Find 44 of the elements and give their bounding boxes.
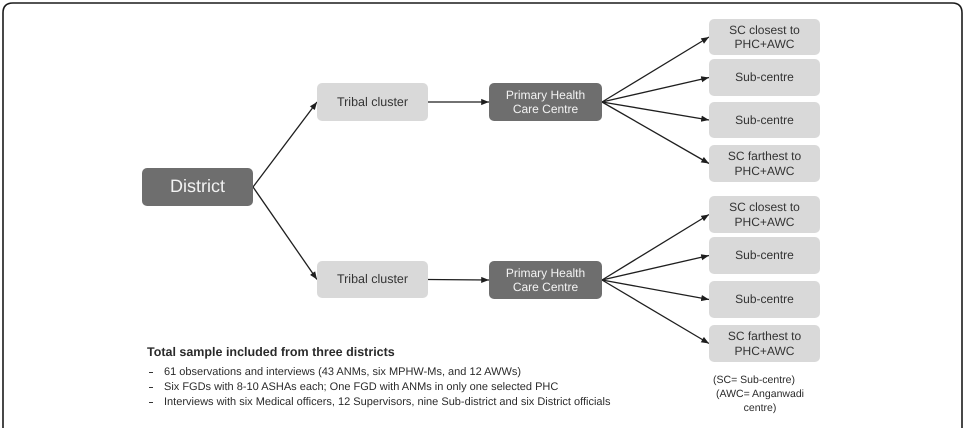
- arrow: [602, 279, 710, 344]
- process-box: [709, 325, 820, 362]
- process-box: [317, 83, 428, 121]
- process-box: [709, 19, 820, 55]
- note-text: (SC= Sub-centre): [713, 373, 795, 387]
- box-label: District: [170, 176, 225, 198]
- box-label: Sub-centre: [735, 248, 794, 263]
- box-label: Tribal cluster: [336, 272, 408, 287]
- box-label: SC closest to PHC+AWC: [728, 200, 801, 229]
- arrow: [602, 101, 710, 164]
- box-label: Sub-centre: [735, 70, 794, 85]
- arrow: [602, 101, 710, 122]
- process-box: [317, 261, 428, 298]
- box-label: Sub-centre: [735, 292, 794, 307]
- box-label: Sub-centre: [735, 112, 794, 128]
- arrow: [602, 214, 710, 281]
- box-label: SC farthest to PHC+AWC: [726, 329, 802, 358]
- process-box: [489, 261, 602, 299]
- arrow: [428, 98, 489, 106]
- arrow: [602, 279, 710, 302]
- list-item-text: Six FGDs with 8-10 ASHAs each; One FGD with ANMs in only one selected PHC: [164, 380, 558, 394]
- process-box: [709, 59, 820, 96]
- note-text: (AWC= Anganwadi centre): [714, 387, 806, 415]
- list-item-text: 61 observations and interviews (43 ANMs, six MPHW-Ms, and 12 AWWs): [164, 365, 522, 379]
- process-box: [709, 196, 820, 233]
- box-label: Primary Health Care Centre: [504, 88, 586, 116]
- box-label: SC farthest to PHC+AWC: [726, 149, 802, 178]
- box-label: SC closest to PHC+AWC: [728, 22, 801, 52]
- box-label: Tribal cluster: [336, 94, 408, 110]
- process-box: [709, 145, 820, 182]
- process-box: [709, 102, 820, 138]
- process-box: [142, 168, 253, 206]
- section-heading: Total sample included from three districts: [147, 345, 395, 359]
- process-box: [709, 237, 820, 274]
- arrow: [252, 186, 318, 280]
- list-item-text: Interviews with six Medical officers, 12 Supervisors, nine Sub-district and six District officials: [164, 395, 610, 409]
- arrow: [602, 254, 710, 281]
- arrow: [602, 76, 710, 103]
- process-box: [709, 281, 820, 318]
- process-box: [489, 83, 602, 121]
- box-label: Primary Health Care Centre: [504, 266, 586, 294]
- arrow: [602, 36, 710, 103]
- arrow: [428, 276, 489, 284]
- arrow: [252, 102, 318, 188]
